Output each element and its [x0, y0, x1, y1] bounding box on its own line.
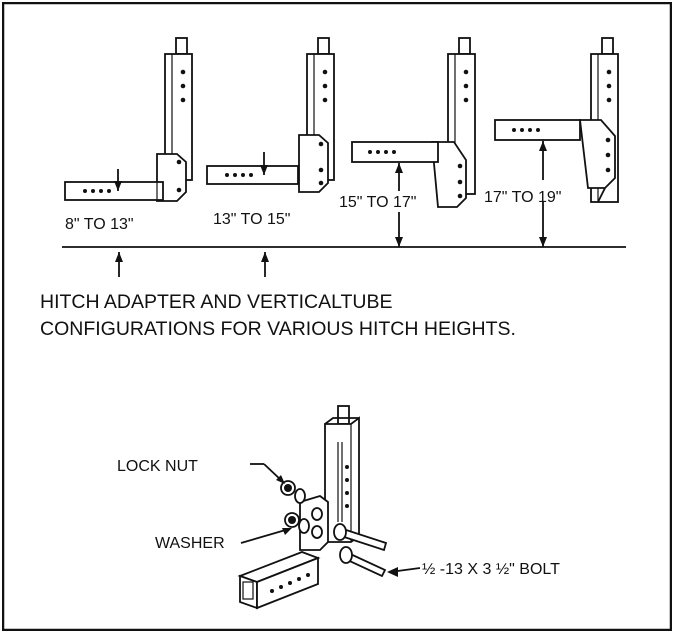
- config-2-label: 13" TO 15": [213, 211, 290, 228]
- assembly-washer: [294, 488, 306, 504]
- washer-label: WASHER: [155, 535, 225, 552]
- config-2-bracket: [298, 134, 329, 193]
- config-1-drawing: [64, 37, 193, 202]
- callout-leaders: [240, 463, 421, 577]
- ground-arrows: [115, 252, 269, 277]
- assembly-adapter-side: [256, 556, 319, 610]
- config-4-drawing: [494, 37, 619, 247]
- caption-line-2: CONFIGURATIONS FOR VARIOUS HITCH HEIGHTS…: [40, 318, 516, 340]
- assembly-drawing: [237, 405, 388, 610]
- config-3-bracket: [431, 141, 467, 208]
- config-4-label: 17" TO 19": [484, 189, 561, 206]
- config-1-label: 8" TO 13": [65, 216, 134, 233]
- config-3-label: 15" TO 17": [339, 194, 416, 211]
- config-2-drawing: [206, 37, 335, 193]
- bolt-label: ½ -13 X 3 ½" BOLT: [422, 561, 560, 578]
- lock-nut-label: LOCK NUT: [117, 458, 198, 475]
- caption-line-1: HITCH ADAPTER AND VERTICALTUBE: [40, 291, 393, 313]
- config-3-drawing: [351, 37, 476, 247]
- config-1-hitch-adapter: [64, 181, 164, 201]
